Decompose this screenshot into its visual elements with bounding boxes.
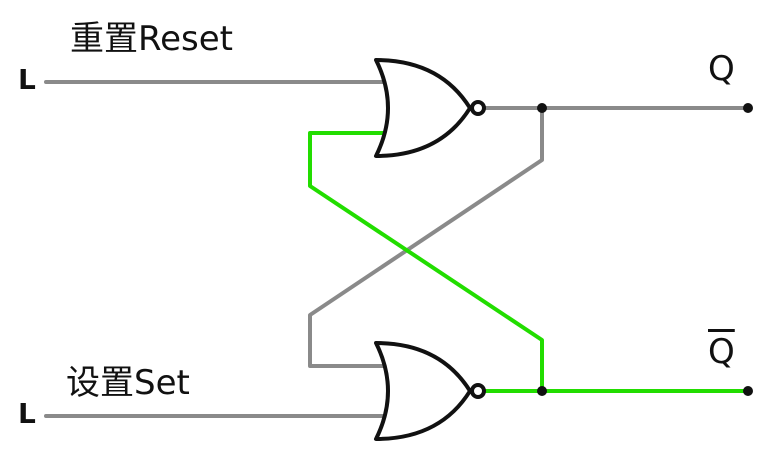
- nor-gate-bottom: [374, 341, 472, 441]
- set-label: 设置Set: [66, 363, 190, 403]
- junction-node-q: [537, 103, 547, 113]
- junction-node-qbar: [537, 386, 547, 396]
- output-terminal-q: [743, 103, 753, 113]
- set-input-state[interactable]: L: [18, 397, 36, 430]
- q-bar-output-label: Q: [708, 332, 735, 372]
- wire-qbar-feedback: [308, 131, 544, 393]
- wire-q-feedback: [308, 106, 544, 368]
- output-terminal-qbar: [743, 386, 753, 396]
- q-output-label: Q: [708, 49, 735, 89]
- nor-gate-bottom-bubble: [470, 383, 486, 399]
- nor-gate-top-bubble: [470, 100, 486, 116]
- reset-label: 重置Reset: [70, 19, 233, 59]
- reset-input-state[interactable]: L: [18, 63, 36, 96]
- nor-gate-top: [374, 58, 472, 158]
